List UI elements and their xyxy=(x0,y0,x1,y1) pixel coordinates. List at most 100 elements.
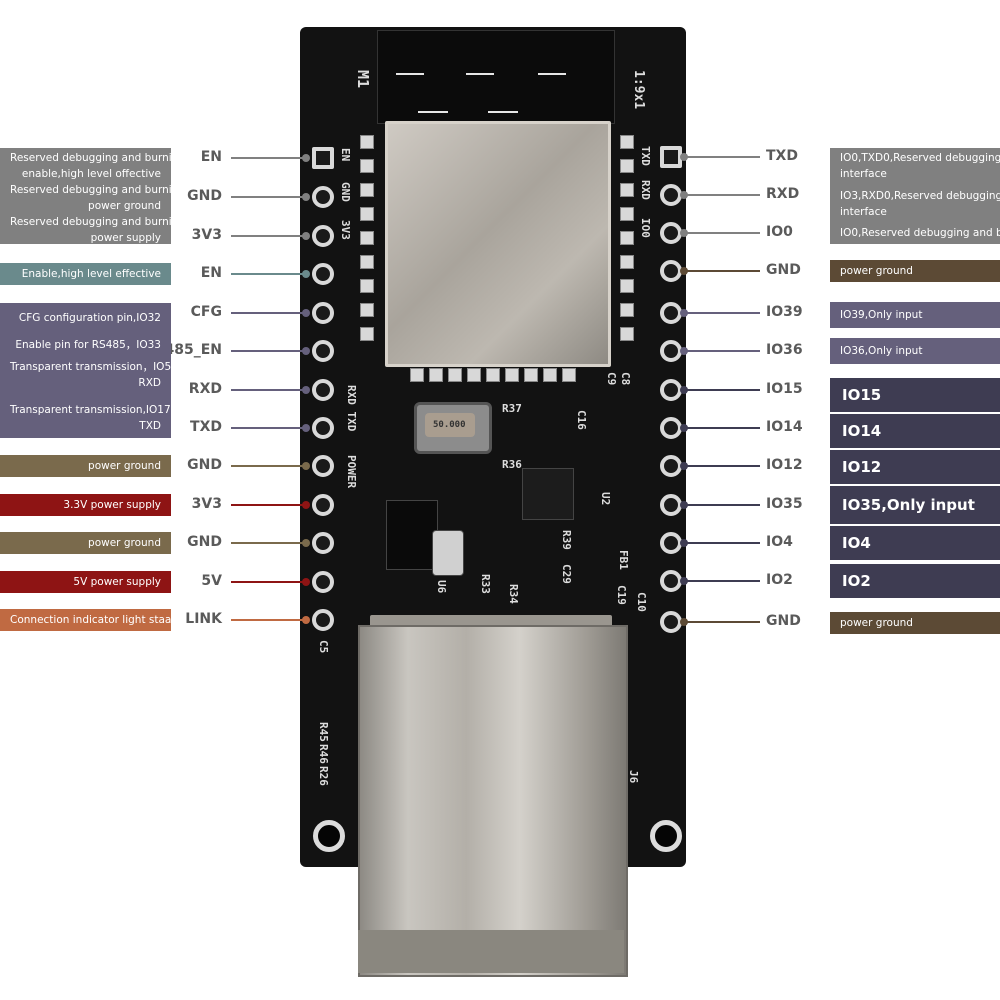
left-pin-description-line1: Reserved debugging and burning interface xyxy=(10,184,171,196)
right-header-pin xyxy=(660,222,682,244)
right-header-pin xyxy=(660,146,682,168)
left-pin-description-line1: 3.3V power supply xyxy=(63,499,161,511)
left-pin-description-line2: power ground xyxy=(88,200,161,212)
right-pin-description: power ground xyxy=(830,260,1000,282)
left-pin-description-line2: enable,high level offective xyxy=(21,168,161,180)
module-pad-left xyxy=(360,207,374,221)
module-pad-left xyxy=(360,231,374,245)
right-leader-dot xyxy=(680,153,688,161)
right-pin-description-line1: IO2 xyxy=(842,572,871,590)
left-pin-description: Reserved debugging and burning interface… xyxy=(0,148,171,180)
module-pad-right xyxy=(620,159,634,173)
module-pad-bottom xyxy=(505,368,519,382)
right-pin-description-line1: IO12 xyxy=(842,458,882,476)
module-pad-left xyxy=(360,183,374,197)
right-header-pin xyxy=(660,570,682,592)
left-pin-name: GND xyxy=(187,534,222,550)
left-leader-line xyxy=(231,196,309,198)
left-pin-description-line1: Enable,high level effective xyxy=(21,268,161,280)
right-leader-dot xyxy=(680,267,688,275)
right-header-pin xyxy=(660,532,682,554)
right-leader-dot xyxy=(680,462,688,470)
left-pin-description: power ground xyxy=(0,455,171,477)
right-pin-description-line1: IO14 xyxy=(842,422,882,440)
right-pin-name: IO14 xyxy=(766,419,803,435)
left-leader-line xyxy=(231,465,309,467)
module-pad-right xyxy=(620,135,634,149)
esp32-shield xyxy=(385,121,611,367)
silk-c10: C10 xyxy=(635,592,648,612)
module-pad-right xyxy=(620,303,634,317)
silk-c19: C19 xyxy=(615,585,628,605)
left-pin-name: 3V3 xyxy=(191,496,222,512)
left-pin-description: Reserved debugging and burning interface… xyxy=(0,180,171,212)
mounting-hole-right xyxy=(650,820,682,852)
left-leader-line xyxy=(231,389,309,391)
left-leader-dot xyxy=(302,462,310,470)
right-header-pin xyxy=(660,302,682,324)
right-leader-dot xyxy=(680,539,688,547)
right-header-pin xyxy=(660,455,682,477)
right-leader-line xyxy=(684,427,760,429)
crystal-oscillator: 50.000 xyxy=(414,402,492,454)
left-pin-description: Reserved debugging and burning interface… xyxy=(0,212,171,244)
left-pin-name: TXD xyxy=(190,419,222,435)
right-leader-dot xyxy=(680,577,688,585)
right-leader-line xyxy=(684,156,760,158)
silk-u6: U6 xyxy=(435,580,448,594)
left-pin-description: power ground xyxy=(0,532,171,554)
left-pin-name: 485_EN xyxy=(164,342,222,358)
silk-fb1: FB1 xyxy=(617,550,630,570)
right-header-pin xyxy=(660,340,682,362)
left-pin-description-line1: power ground xyxy=(88,537,161,549)
right-header-pin xyxy=(660,184,682,206)
left-leader-line xyxy=(231,350,309,352)
right-pin-description-line1: IO36,Only input xyxy=(840,345,923,357)
mounting-hole-left xyxy=(313,820,345,852)
right-pin-name: IO2 xyxy=(766,572,793,588)
right-leader-line xyxy=(684,389,760,391)
module-pad-bottom xyxy=(410,368,424,382)
right-pin-name: IO4 xyxy=(766,534,793,550)
left-pin-description: Enable pin for RS485，IO33 xyxy=(0,330,171,360)
right-pin-description-line1: power ground xyxy=(840,617,913,629)
left-pin-name: LINK xyxy=(185,611,222,627)
left-leader-dot xyxy=(302,193,310,201)
right-pin-description: IO35,Only input xyxy=(830,486,1000,524)
left-leader-dot xyxy=(302,270,310,278)
silk-r39: R39 xyxy=(560,530,573,550)
right-leader-line xyxy=(684,194,760,196)
right-pin-description-line1: IO4 xyxy=(842,534,871,552)
right-header-pin xyxy=(660,611,682,633)
silk-header-right-1: RXD xyxy=(639,180,652,200)
right-pin-description: IO39,Only input xyxy=(830,302,1000,328)
right-leader-dot xyxy=(680,386,688,394)
silk-c9: C9 xyxy=(605,372,618,386)
silk-r34: R34 xyxy=(507,584,520,604)
right-pin-description: IO0,Reserved debugging and burning inter… xyxy=(830,222,1000,244)
right-pin-name: IO15 xyxy=(766,381,803,397)
silk-header-right-0: TXD xyxy=(639,146,652,166)
silk-header-left-2: 3V3 xyxy=(339,220,352,240)
silk-rxd-txd: RXD TXD xyxy=(345,385,358,432)
silk-j6: J6 xyxy=(627,770,640,784)
left-leader-dot xyxy=(302,154,310,162)
right-pin-description-line1: IO39,Only input xyxy=(840,309,923,321)
left-pin-description-line2: TXD xyxy=(139,420,161,432)
silk-r45: R45 xyxy=(317,722,330,742)
left-leader-line xyxy=(231,542,309,544)
right-leader-line xyxy=(684,232,760,234)
left-header-pin xyxy=(312,147,334,169)
left-leader-dot xyxy=(302,539,310,547)
left-pin-description: Connection indicator light staatus pin xyxy=(0,609,171,631)
silk-header-left-0: EN xyxy=(339,148,352,162)
module-pad-left xyxy=(360,327,374,341)
left-header-pin xyxy=(312,532,334,554)
right-pin-description: IO15 xyxy=(830,378,1000,412)
left-pin-description-line1: power ground xyxy=(88,460,161,472)
silk-r33: R33 xyxy=(479,574,492,594)
left-pin-description-line1: CFG configuration pin,IO32 xyxy=(18,312,161,324)
left-leader-line xyxy=(231,235,309,237)
right-pin-description: IO12 xyxy=(830,450,1000,484)
left-leader-line xyxy=(231,581,309,583)
